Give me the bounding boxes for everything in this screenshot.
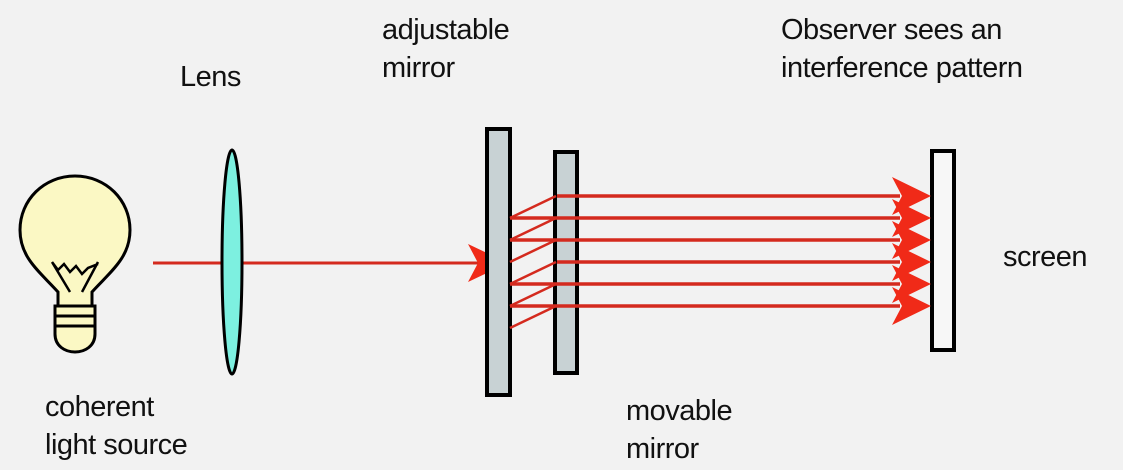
lens-label-text: Lens bbox=[180, 61, 241, 93]
label-line: light source bbox=[45, 429, 188, 461]
screen bbox=[930, 149, 956, 352]
diagonal-beam bbox=[509, 194, 557, 220]
label-line: Observer sees an bbox=[781, 14, 1002, 46]
diagonal-beam bbox=[509, 216, 557, 242]
screen-label-text: screen bbox=[1003, 241, 1088, 273]
adjustable-mirror-label: adjustable mirror bbox=[382, 11, 510, 87]
lens bbox=[220, 148, 244, 376]
diagonal-beam bbox=[509, 260, 557, 286]
label-line: mirror bbox=[382, 52, 455, 84]
diagonal-beam bbox=[509, 304, 557, 330]
observer-label: Observer sees an interference pattern bbox=[781, 11, 1023, 87]
light-source-label: coherent light source bbox=[45, 388, 188, 464]
reflected-beams bbox=[509, 177, 931, 330]
diagonal-beam bbox=[509, 238, 557, 264]
label-line: mirror bbox=[626, 433, 699, 465]
movable-mirror-label: movable mirror bbox=[626, 392, 733, 468]
adjustable-mirror bbox=[485, 127, 512, 397]
light-bulb-icon bbox=[18, 174, 132, 354]
label-line: adjustable bbox=[382, 14, 510, 46]
screen-label: screen bbox=[1003, 238, 1088, 276]
beam-arrowhead bbox=[892, 287, 931, 325]
label-line: coherent bbox=[45, 391, 154, 423]
diagonal-beam bbox=[509, 282, 557, 308]
lens-label: Lens bbox=[180, 58, 241, 96]
label-line: interference pattern bbox=[781, 52, 1023, 84]
label-line: movable bbox=[626, 395, 733, 427]
